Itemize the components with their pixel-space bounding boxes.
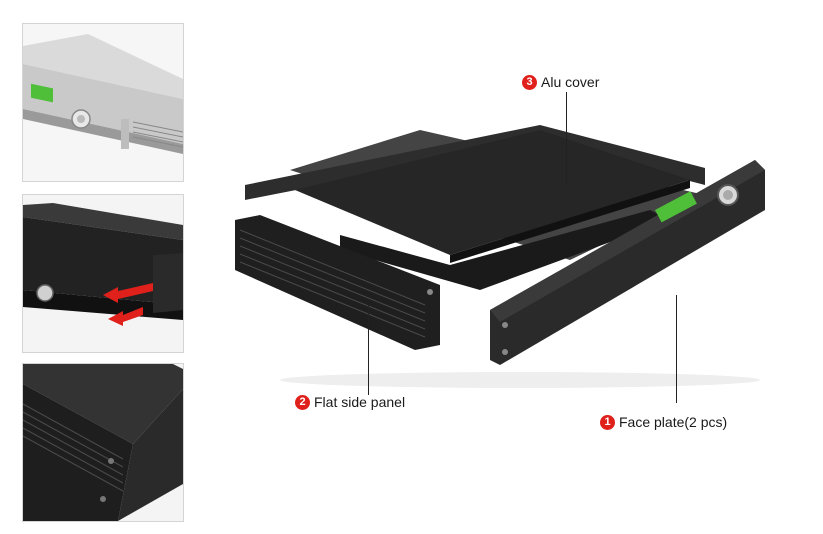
badge-3: 3 (522, 74, 537, 90)
arrow-left-icon (103, 283, 153, 326)
label-alu-cover: Alu cover (541, 74, 600, 90)
assembly-illustration (23, 195, 183, 352)
rear-rail (245, 125, 705, 200)
label-side-panel: Flat side panel (314, 394, 406, 410)
callout-alu-cover: 3 Alu cover (522, 74, 599, 90)
leader-side-panel (368, 305, 369, 395)
thumbnail-silver-front[interactable] (22, 23, 184, 182)
silver-chassis-illustration (23, 24, 183, 181)
face-plate-shape (490, 160, 765, 365)
badge-1: 1 (600, 414, 615, 430)
thumbnail-assembly-arrows[interactable] (22, 194, 184, 353)
badge-2: 2 (295, 394, 310, 410)
corner-illustration (23, 364, 183, 521)
leader-face-plate (676, 295, 677, 403)
callout-side-panel: 2 Flat side panel (295, 394, 405, 410)
exploded-chassis-illustration (235, 125, 765, 388)
label-face-plate: Face plate(2 pcs) (619, 414, 728, 430)
alu-cover-shape (295, 130, 690, 255)
thumbnail-corner-detail[interactable] (22, 363, 184, 522)
leader-alu-cover (566, 92, 567, 184)
callout-face-plate: 1 Face plate(2 pcs) (600, 414, 727, 430)
